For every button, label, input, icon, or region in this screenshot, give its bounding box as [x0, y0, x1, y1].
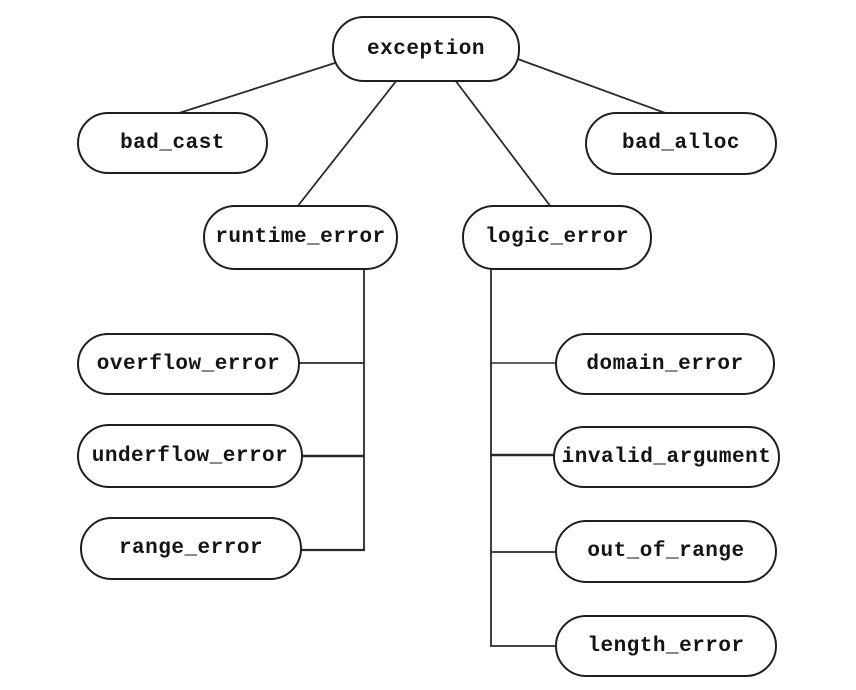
- node-exception: exception: [332, 16, 520, 82]
- edge-exception-runtime-error: [296, 79, 398, 208]
- node-range-error: range_error: [80, 517, 302, 580]
- node-underflow-error: underflow_error: [77, 424, 303, 488]
- node-runtime-error: runtime_error: [203, 205, 398, 270]
- node-bad-cast: bad_cast: [77, 112, 268, 174]
- node-overflow-error: overflow_error: [77, 333, 300, 395]
- edge-exception-bad-alloc: [514, 57, 669, 115]
- node-bad-alloc: bad_alloc: [585, 112, 777, 175]
- node-length-error: length_error: [555, 615, 777, 677]
- edge-exception-bad-cast: [175, 61, 339, 115]
- node-out-of-range: out_of_range: [555, 520, 777, 583]
- edge-exception-logic-error: [454, 79, 552, 208]
- node-invalid-argument: invalid_argument: [553, 426, 780, 488]
- node-logic-error: logic_error: [462, 205, 652, 270]
- node-domain-error: domain_error: [555, 333, 775, 395]
